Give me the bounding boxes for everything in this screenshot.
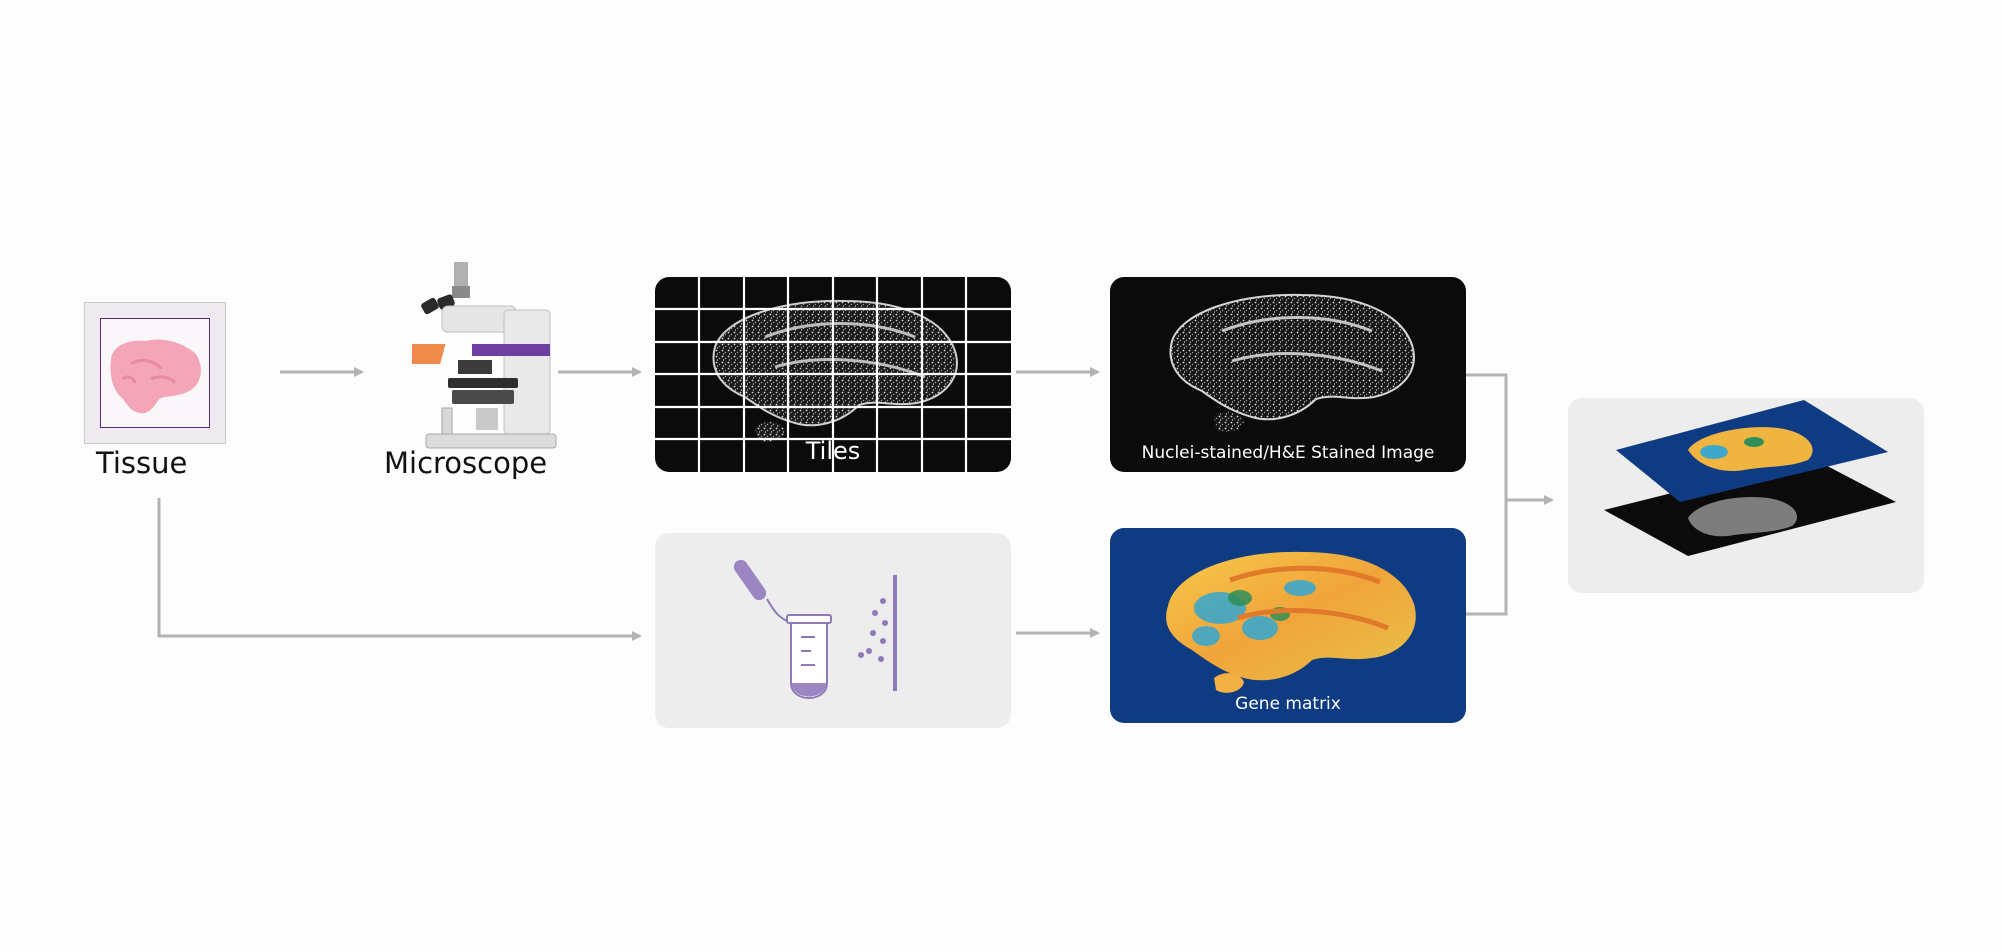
stained-image-label: Nuclei-stained/H&E Stained Image — [1141, 443, 1435, 463]
merge-bracket — [1466, 373, 1508, 616]
tissue-slide-icon — [110, 339, 201, 414]
overlay-panel — [1568, 398, 1924, 593]
stained-tissue-image — [1169, 293, 1415, 432]
sequencing-panel — [655, 533, 1011, 728]
stained-image-panel: Nuclei-stained/H&E Stained Image — [1110, 277, 1466, 472]
tissue-slide — [84, 302, 226, 444]
gene-matrix-image — [1166, 551, 1416, 693]
tissue-label: Tissue — [96, 446, 188, 480]
gene-matrix-label: Gene matrix — [1235, 694, 1341, 714]
tiles-label: Tiles — [805, 437, 861, 465]
tissue-scan-image — [655, 277, 1011, 472]
tube-icon — [786, 614, 832, 699]
microscope-icon — [412, 262, 557, 449]
sequencing-illustration — [733, 559, 897, 699]
slide-frame — [100, 318, 210, 428]
tiles-panel: Tiles — [655, 277, 1011, 472]
arrow-tissue-to-sequencing — [157, 498, 642, 641]
gene-matrix-panel: Gene matrix — [1110, 528, 1466, 723]
dots-icon — [858, 598, 888, 662]
microscope-label: Microscope — [384, 446, 548, 480]
layered-overlay-image — [1604, 400, 1896, 556]
pipette-icon — [733, 559, 788, 622]
